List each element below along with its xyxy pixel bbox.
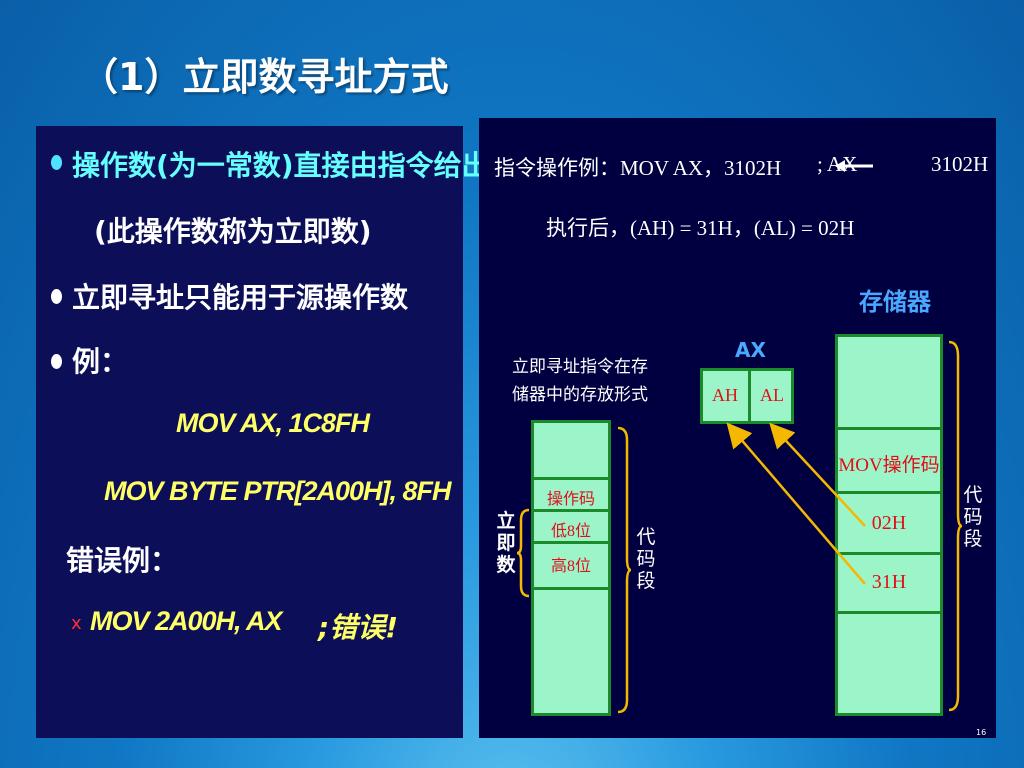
al-register: AL	[760, 385, 784, 405]
instruction-value: 3102H	[931, 152, 989, 176]
instruction-example: 指令操作例：MOV AX，3102H	[494, 156, 782, 180]
code-segment-label-left: 代码段	[636, 526, 656, 592]
example-heading: 例：	[72, 345, 129, 378]
memory-cell	[531, 420, 611, 480]
code-example-2: MOV BYTE PTR[2A00H], 8FH	[104, 476, 452, 506]
page-number: 16	[976, 728, 987, 737]
left-panel: 操作数(为一常数)直接由指令给出 (此操作数称为立即数) 立即寻址只能用于源操作…	[36, 126, 490, 738]
immediate-brace-icon	[517, 508, 530, 598]
error-example-heading: 错误例：	[66, 544, 179, 577]
instruction-memory-column: 操作码 低8位 高8位	[531, 420, 611, 716]
low-byte-cell: 低8位	[531, 509, 611, 544]
arrow-02h-to-al	[769, 422, 866, 527]
definition-note: (此操作数称为立即数)	[94, 215, 372, 248]
slide-title: （1）立即数寻址方式	[80, 55, 449, 99]
data-flow-arrows	[726, 422, 866, 585]
error-mark-icon: x	[71, 613, 82, 634]
restriction-line: 立即寻址只能用于源操作数	[72, 281, 409, 314]
instruction-comment: ; AX	[817, 152, 858, 176]
bullet-icon	[51, 354, 62, 369]
ah-register: AH	[712, 385, 738, 405]
right-panel: 指令操作例：MOV AX，3102H ; AX 3102H 执行后，(AH) =…	[479, 118, 996, 738]
memory-cell	[835, 334, 943, 430]
execution-result: 执行后，(AH) = 31H，(AL) = 02H	[546, 216, 855, 240]
ax-register: AH AL	[700, 368, 794, 424]
assign-arrow-icon	[835, 160, 873, 172]
memory-brace-icon	[948, 340, 963, 712]
code-segment-label-right: 代码段	[963, 484, 983, 550]
bullet-icon	[51, 289, 62, 304]
storage-form-caption-2: 储器中的存放形式	[512, 385, 648, 405]
definition-line: 操作数(为一常数)直接由指令给出	[72, 149, 490, 182]
bullet-icon	[51, 155, 62, 170]
arrow-31h-to-ah	[726, 422, 866, 585]
storage-form-caption-1: 立即寻址指令在存	[512, 357, 648, 377]
memory-cell	[835, 611, 943, 716]
memory-column: MOV操作码 02H 31H	[835, 334, 943, 716]
memory-cell	[531, 587, 611, 716]
error-comment: ;错误!	[318, 611, 398, 644]
code-segment-brace-icon	[617, 426, 632, 714]
immediate-label: 立即数	[496, 510, 516, 576]
code-example-1: MOV AX, 1C8FH	[176, 408, 370, 438]
error-code: MOV 2A00H, AX	[90, 606, 283, 636]
memory-label: 存储器	[859, 288, 931, 316]
ax-register-label: AX	[735, 338, 766, 362]
